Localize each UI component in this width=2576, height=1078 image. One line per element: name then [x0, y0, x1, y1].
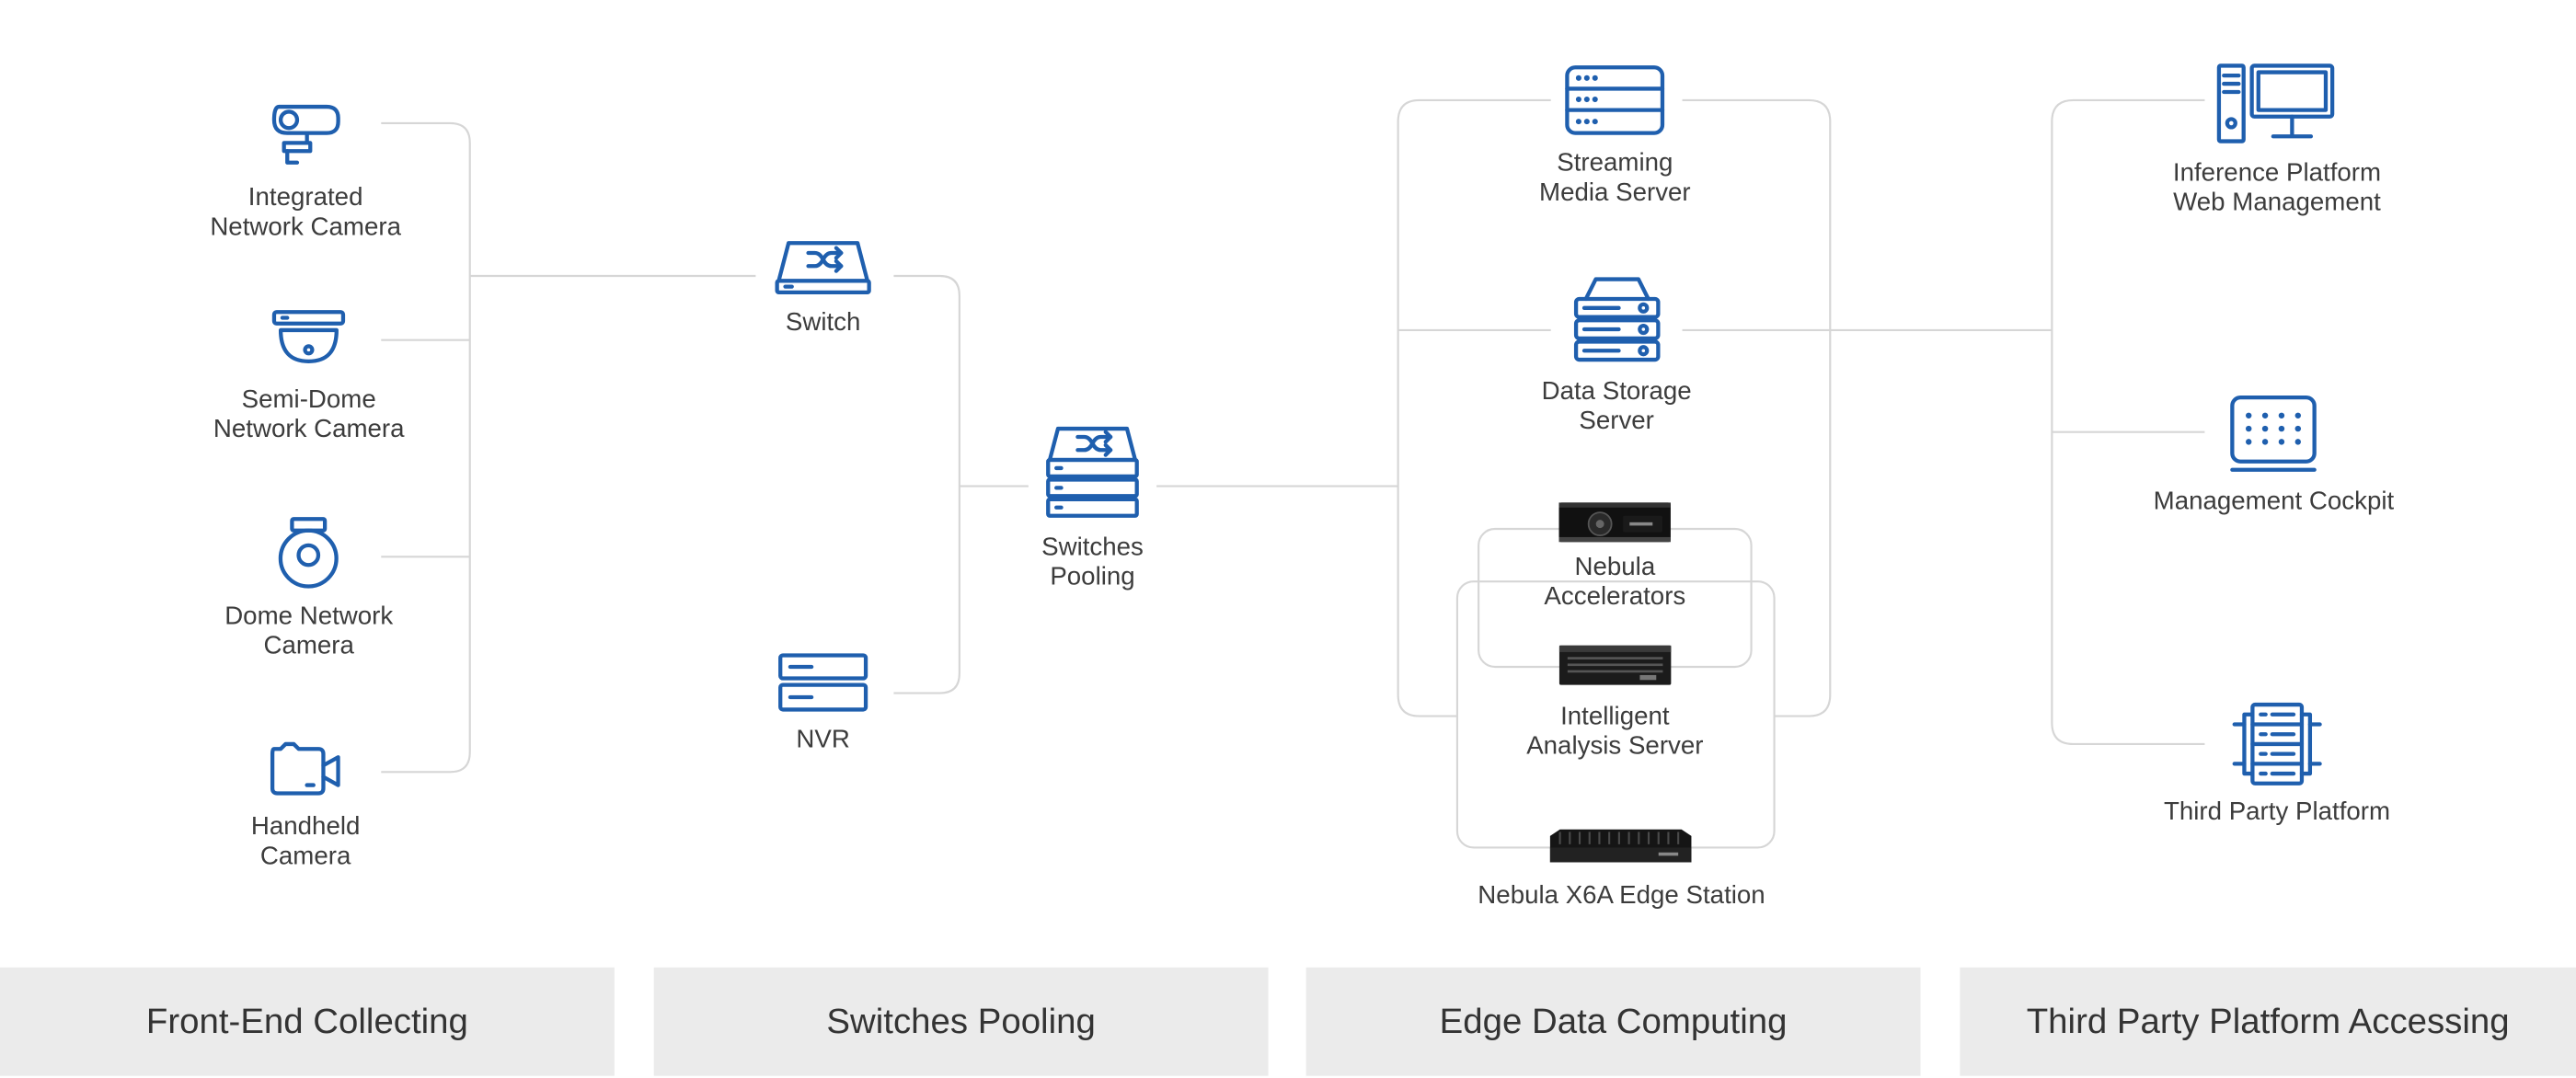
intelligent-analysis-server-node: Intelligent Analysis Server — [1526, 644, 1704, 763]
video-camera-icon — [270, 741, 340, 796]
bullet-camera-icon — [272, 104, 340, 165]
storage-server-label-line2: Server — [1579, 407, 1654, 436]
semi-dome-camera-icon — [272, 310, 346, 363]
inference-platform-label-line2: Web Management — [2173, 189, 2381, 217]
accelerators-label-line2: Accelerators — [1544, 582, 1686, 612]
nvr-icon — [778, 653, 868, 712]
nvr-node: NVR — [776, 650, 871, 755]
handheld-camera-node: Handheld Camera — [251, 740, 360, 873]
integrated-camera-label-line2: Network Camera — [210, 213, 401, 242]
handheld-camera-label-line2: Camera — [259, 843, 351, 871]
management-cockpit-node: Management Cockpit — [2153, 393, 2395, 518]
nvr-label: NVR — [796, 726, 850, 754]
streaming-server-label-line2: Media Server — [1539, 178, 1691, 207]
analysis-server-label-line2: Analysis Server — [1526, 732, 1704, 761]
switches-pooling-label-line2: Pooling — [1050, 563, 1135, 591]
nebula-x6a-edge-station-node: Nebula X6A Edge Station — [1478, 826, 1765, 912]
switch-stack-icon — [1046, 426, 1139, 518]
server-rack-icon — [1565, 65, 1665, 135]
third-party-platform-node: Third Party Platform — [2164, 700, 2390, 828]
stage-label-front-end: Front-End Collecting — [145, 1001, 468, 1041]
stage-label-edge: Edge Data Computing — [1439, 1001, 1788, 1041]
switches-pooling-node: Switches Pooling — [1041, 424, 1144, 593]
storage-server-label-line1: Data Storage — [1541, 377, 1692, 407]
switch-icon — [775, 241, 871, 294]
semi-dome-label-line2: Network Camera — [213, 415, 405, 444]
semi-dome-camera-node: Semi-Dome Network Camera — [213, 305, 405, 445]
analysis-server-label-line1: Intelligent — [1560, 703, 1670, 731]
handheld-camera-label-line1: Handheld — [250, 812, 361, 842]
stage-band-platform: Third Party Platform Accessing — [1960, 967, 2576, 1076]
switch-node: Switch — [772, 238, 874, 338]
dome-camera-label-line2: Camera — [263, 632, 354, 660]
dome-camera-icon — [279, 517, 339, 589]
server-cluster-icon — [2232, 702, 2322, 786]
stage-label-switches: Switches Pooling — [826, 1001, 1096, 1041]
dome-network-camera-node: Dome Network Camera — [224, 512, 393, 662]
nebula-accelerators-node: Nebula Accelerators — [1544, 501, 1685, 613]
dome-camera-label-line1: Dome Network — [224, 602, 394, 631]
stage-band-edge: Edge Data Computing — [1305, 967, 1921, 1076]
stage-label-platform: Third Party Platform Accessing — [2026, 1001, 2510, 1041]
data-storage-server-node: Data Storage Server — [1542, 272, 1692, 437]
integrated-camera-label-line1: Integrated — [247, 183, 363, 212]
edge-station-label: Nebula X6A Edge Station — [1478, 881, 1765, 911]
edge-station-icon — [1550, 829, 1693, 863]
stage-band-front-end: Front-End Collecting — [0, 967, 615, 1076]
rack-server-icon — [1558, 645, 1672, 685]
accelerators-label-line1: Nebula — [1574, 553, 1656, 582]
desktop-computer-icon — [2217, 63, 2335, 143]
stage-band-switches: Switches Pooling — [653, 967, 1269, 1076]
streaming-media-server-node: Streaming Media Server — [1539, 63, 1691, 209]
grid-panel-icon — [2230, 395, 2317, 472]
semi-dome-label-line1: Semi-Dome — [241, 385, 376, 414]
integrated-network-camera-node: Integrated Network Camera — [210, 94, 401, 243]
switches-pooling-label-line1: Switches — [1041, 533, 1144, 562]
storage-server-icon — [1573, 277, 1660, 362]
inference-platform-node: Inference Platform Web Management — [2173, 61, 2381, 218]
inference-platform-label-line1: Inference Platform — [2172, 159, 2382, 188]
management-cockpit-label: Management Cockpit — [2153, 487, 2395, 516]
streaming-server-label-line1: Streaming — [1557, 149, 1673, 178]
accelerator-card-icon — [1558, 502, 1672, 543]
third-party-platform-label: Third Party Platform — [2163, 797, 2391, 827]
switch-label: Switch — [785, 308, 861, 338]
